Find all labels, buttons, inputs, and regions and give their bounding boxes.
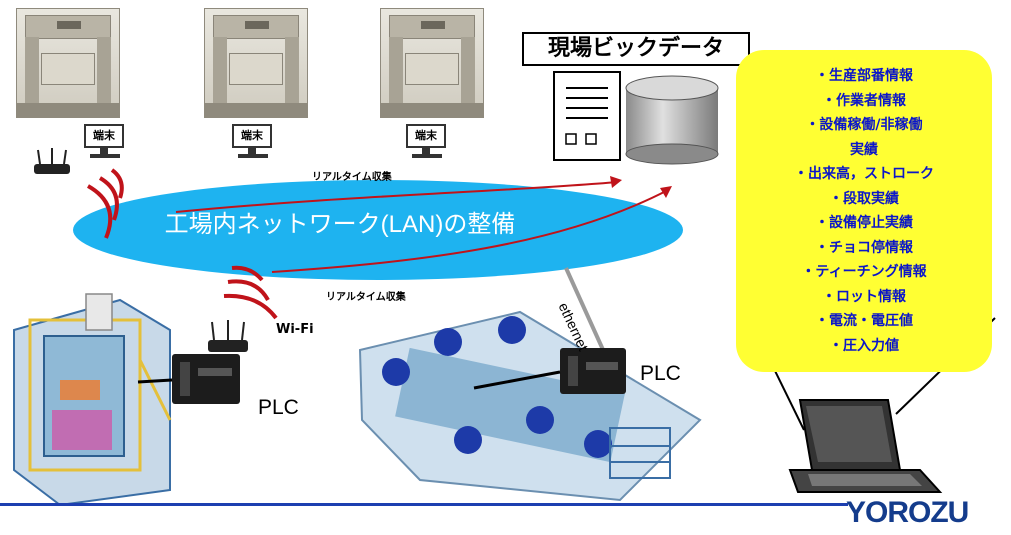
info-list: ・生産部番情報 ・作業者情報 ・設備稼働/非稼働 実績 ・出来高，ストローク ・… xyxy=(736,64,992,358)
big-data-title: 現場ビックデータ xyxy=(522,32,750,66)
press-machine-1 xyxy=(16,8,120,118)
plc-label-left: PLC xyxy=(258,396,299,419)
company-logo: YOROZU xyxy=(846,496,969,529)
footer-line xyxy=(0,503,848,506)
info-item: 実績 xyxy=(850,141,878,158)
info-item: ・チョコ停情報 xyxy=(815,239,913,256)
signal-waves-lower xyxy=(223,265,278,320)
info-item: ・圧入力値 xyxy=(829,337,899,354)
press-machine-2 xyxy=(204,8,308,118)
info-item: ・ティーチング情報 xyxy=(801,264,927,280)
machine-cell-right xyxy=(358,310,702,502)
machine-cell-left xyxy=(13,293,172,507)
signal-waves-upper xyxy=(86,168,124,239)
terminal-label: 端末 xyxy=(84,124,124,148)
lan-ellipse xyxy=(73,180,683,280)
terminal-1: 端末 xyxy=(76,124,128,164)
router-icon-upper xyxy=(34,148,70,174)
plc-label-right: PLC xyxy=(640,362,681,385)
laptop-icon xyxy=(788,399,943,493)
info-item: ・ロット情報 xyxy=(822,288,906,305)
press-machine-3 xyxy=(380,8,484,118)
realtime-label-lower: リアルタイム収集 xyxy=(326,292,406,303)
info-callout-box xyxy=(736,50,992,372)
terminal-label: 端末 xyxy=(232,124,272,148)
data-flow-arrows xyxy=(175,181,669,273)
lan-title: 工場内ネットワーク(LAN)の整備 xyxy=(164,211,516,238)
info-item: ・設備稼働/非稼働 xyxy=(805,117,923,133)
document-icon xyxy=(553,71,621,161)
ethernet-cable xyxy=(564,267,606,353)
plc-device-right xyxy=(560,348,626,394)
info-item: ・設備停止実績 xyxy=(815,215,913,231)
database-icon xyxy=(625,75,719,165)
info-item: ・段取実績 xyxy=(829,190,899,207)
info-item: ・作業者情報 xyxy=(822,92,906,109)
realtime-label-upper: リアルタイム収集 xyxy=(312,172,392,183)
info-item: ・電流・電圧値 xyxy=(815,313,913,329)
plc-device-left xyxy=(172,354,240,404)
router-icon-lower xyxy=(208,320,248,352)
terminal-label: 端末 xyxy=(406,124,446,148)
wifi-label: Wi-Fi xyxy=(276,322,314,337)
info-item: ・出来高，ストローク xyxy=(794,166,934,182)
terminal-2: 端末 xyxy=(224,124,276,164)
terminal-3: 端末 xyxy=(398,124,450,164)
info-item: ・生産部番情報 xyxy=(815,68,913,84)
